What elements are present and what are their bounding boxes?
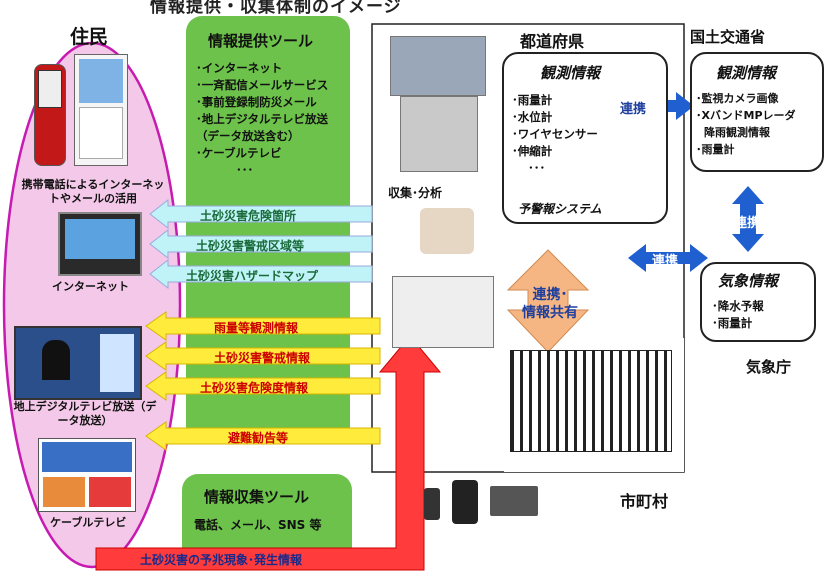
- mlit-obs-item: 降雨観測情報: [704, 126, 770, 139]
- city-hall-image: [510, 350, 672, 452]
- prefecture-obs-item: ･水位計: [512, 110, 553, 124]
- prefecture-obs-item: ･･･: [528, 161, 546, 175]
- info-provide-panel: [186, 16, 350, 444]
- renkei-label-3: 連携: [652, 254, 679, 269]
- prefecture-obs-item: ･ワイヤセンサー: [512, 127, 598, 141]
- laptop-image: [490, 486, 538, 516]
- prefecture-building-image: [400, 96, 478, 172]
- city-title: 市町村: [620, 492, 669, 511]
- renkei-arrow-3: [628, 244, 708, 272]
- flip-phone-image: [424, 488, 440, 520]
- red-arrow-label: 土砂災害の予兆現象･発生情報: [140, 553, 303, 567]
- mlit-obs-item: ･雨量計: [696, 143, 735, 156]
- tv-caption: 地上デジタルテレビ放送（データ放送）: [13, 400, 157, 427]
- yellow-arrow: [145, 311, 381, 341]
- info-provide-item: ･一斉配信メールサービス: [196, 78, 329, 92]
- prefecture-obs-item: ･雨量計: [512, 93, 553, 107]
- cable-tv-image: [38, 438, 136, 512]
- tv-image: [14, 326, 142, 400]
- cyan-arrow: [149, 258, 373, 290]
- info-provide-item: ･地上デジタルテレビ放送: [196, 112, 329, 126]
- info-provide-item: （データ放送含む）: [196, 129, 300, 143]
- page-title: 情報提供・収集体制のイメージ: [150, 0, 402, 17]
- cyan-arrow-label: 土砂災害警戒区域等: [196, 239, 305, 253]
- analyst-image: [420, 208, 474, 254]
- mlit-obs-item: ･監視カメラ画像: [696, 92, 779, 105]
- smartphone-image: [452, 480, 478, 524]
- jma-title: 気象情報: [718, 272, 779, 290]
- info-provide-item: ･事前登録制防災メール: [196, 95, 317, 109]
- yellow-arrow-label: 土砂災害危険度情報: [200, 381, 309, 395]
- collect-label: 収集･分析: [388, 186, 443, 200]
- mlit-obs-list: ･監視カメラ画像 ･XバンドMPレーダ 降雨観測情報 ･雨量計: [696, 90, 796, 158]
- control-room-image: [390, 36, 486, 96]
- yellow-arrow: [145, 421, 381, 451]
- jma-box: [700, 262, 816, 342]
- cyan-arrow: [149, 198, 373, 230]
- renkei-label-1: 連携: [618, 98, 649, 117]
- server-image: [392, 276, 494, 348]
- mlit-obs-title: 観測情報: [716, 64, 777, 82]
- jma-item: ･雨量計: [712, 316, 753, 330]
- yellow-arrow: [145, 371, 381, 401]
- prefecture-obs-list: ･雨量計 ･水位計 ･ワイヤセンサー ･伸縮計 ･･･: [512, 92, 598, 177]
- residents-oval: [2, 41, 182, 569]
- mlit-obs-box: [690, 52, 824, 172]
- cyan-arrow-label: 土砂災害ハザードマップ: [186, 269, 319, 283]
- renkei-arrow-2: [732, 186, 764, 252]
- prefecture-system: 予警報システム: [518, 202, 602, 216]
- prefecture-title: 都道府県: [520, 32, 585, 51]
- info-provide-title: 情報提供ツール: [208, 32, 314, 50]
- info-provide-item: ･･･: [236, 163, 254, 177]
- share-label: 連携･ 情報共有: [522, 287, 578, 321]
- info-collect-subtitle: 電話、メール、SNS 等: [194, 518, 322, 532]
- yellow-arrow-label: 避難勧告等: [228, 431, 289, 445]
- mobile-phone-image: [32, 52, 132, 172]
- info-collect-panel: [182, 474, 352, 566]
- cyan-arrow-label: 土砂災害危険箇所: [200, 209, 297, 223]
- cable-caption: ケーブルテレビ: [50, 516, 127, 529]
- jma-agency: 気象庁: [746, 358, 792, 376]
- renkei-label-2: 連携: [734, 216, 761, 231]
- mlit-title: 国土交通省: [690, 28, 766, 46]
- prefecture-obs-item: ･伸縮計: [512, 144, 553, 158]
- yellow-arrow-label: 雨量等観測情報: [214, 321, 299, 335]
- cyan-arrow: [149, 228, 373, 260]
- info-provide-item: ･インターネット: [196, 61, 283, 75]
- info-provide-item: ･ケーブルテレビ: [196, 146, 282, 160]
- red-arrow: [95, 335, 442, 571]
- internet-caption: インターネット: [52, 280, 129, 293]
- jma-item: ･降水予報: [712, 299, 764, 313]
- info-provide-list: ･インターネット ･一斉配信メールサービス ･事前登録制防災メール ･地上デジタ…: [196, 60, 328, 179]
- yellow-arrow-label: 土砂災害警戒情報: [214, 351, 311, 365]
- prefecture-obs-box: [502, 52, 668, 224]
- mlit-obs-item: ･XバンドMPレーダ: [696, 109, 796, 122]
- residents-title: 住民: [70, 26, 109, 48]
- mobile-caption: 携帯電話によるインターネットやメールの活用: [21, 178, 165, 205]
- jma-list: ･降水予報 ･雨量計: [712, 298, 764, 332]
- yellow-arrow: [145, 341, 381, 371]
- prefecture-obs-title: 観測情報: [540, 64, 601, 82]
- internet-screen-image: [58, 212, 142, 276]
- info-collect-title: 情報収集ツール: [204, 488, 310, 506]
